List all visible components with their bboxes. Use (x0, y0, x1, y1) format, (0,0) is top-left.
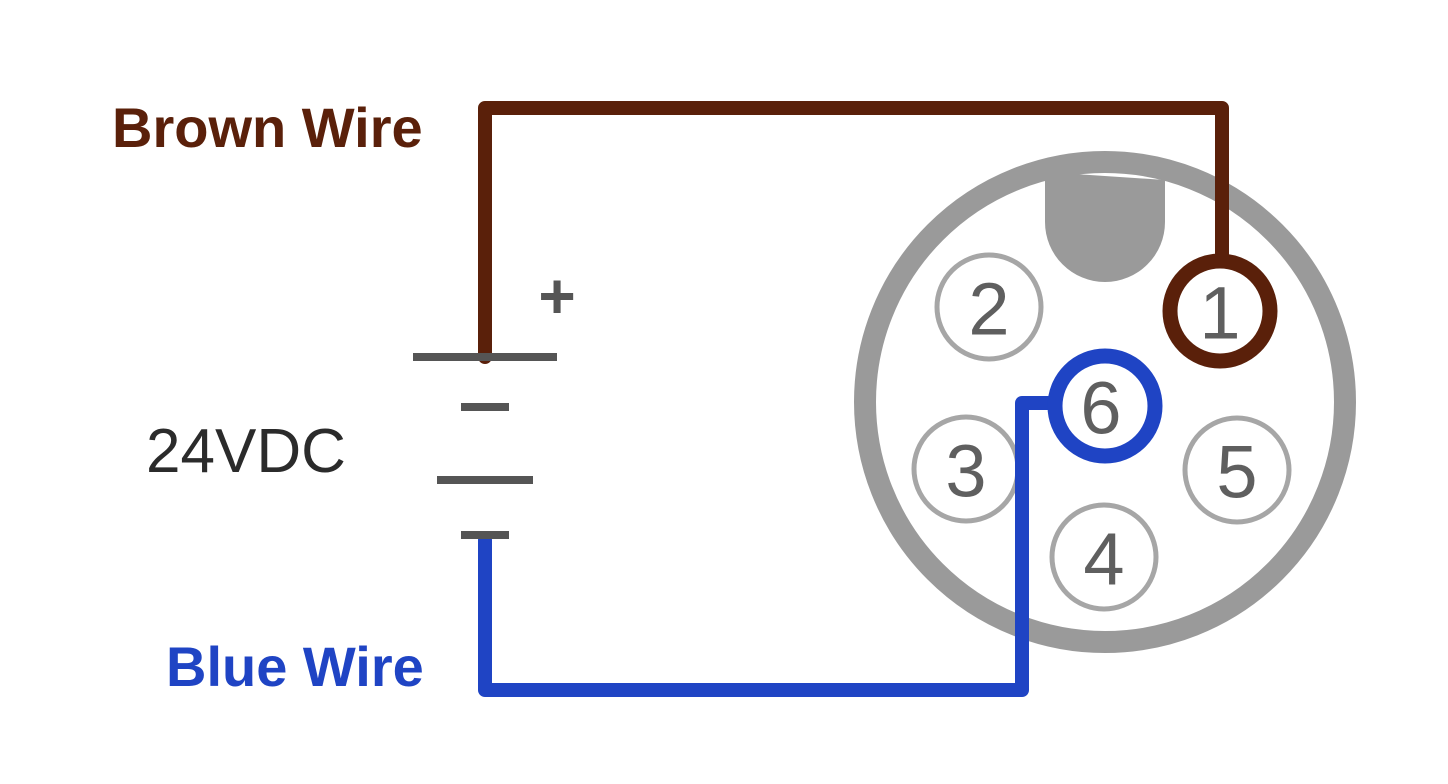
connector-outer-ring (854, 151, 1356, 653)
pin-6: 6 (1047, 348, 1163, 464)
pin-1-label: 1 (1199, 272, 1240, 355)
pin-4-label: 4 (1083, 518, 1124, 601)
brown-wire-path (478, 101, 1229, 364)
connector-key-notch (1045, 172, 1165, 282)
battery-plate-short-2 (461, 531, 509, 539)
pin-2-ring (934, 252, 1044, 362)
blue-wire-label: Blue Wire (166, 635, 424, 698)
battery-plate-long-2 (437, 476, 533, 484)
positive-terminal-symbol: + (538, 260, 575, 332)
pin-1-ring (1162, 253, 1278, 369)
brown-wire: 1 (478, 101, 1278, 369)
blue-wire-path (478, 396, 1067, 697)
pin-3-label: 3 (945, 430, 986, 513)
supply-voltage-label: 24VDC (146, 417, 346, 486)
pin-1: 1 (1162, 253, 1278, 369)
pin-5-label: 5 (1216, 431, 1257, 514)
pin-4: 4 (1049, 502, 1159, 612)
battery-symbol: + (413, 260, 576, 539)
pin-5: 5 (1182, 415, 1292, 525)
blue-wire: 6 (478, 348, 1163, 697)
battery-plate-short-1 (461, 403, 509, 411)
pin-3: 3 (911, 414, 1021, 524)
battery-plate-long-1 (413, 353, 557, 361)
pin-2: 2 (934, 252, 1044, 362)
pin-6-label: 6 (1080, 367, 1121, 450)
pin-2-label: 2 (968, 268, 1009, 351)
brown-wire-label: Brown Wire (112, 96, 423, 159)
pin-5-ring (1182, 415, 1292, 525)
pin-6-ring (1047, 348, 1163, 464)
pin-4-ring (1049, 502, 1159, 612)
